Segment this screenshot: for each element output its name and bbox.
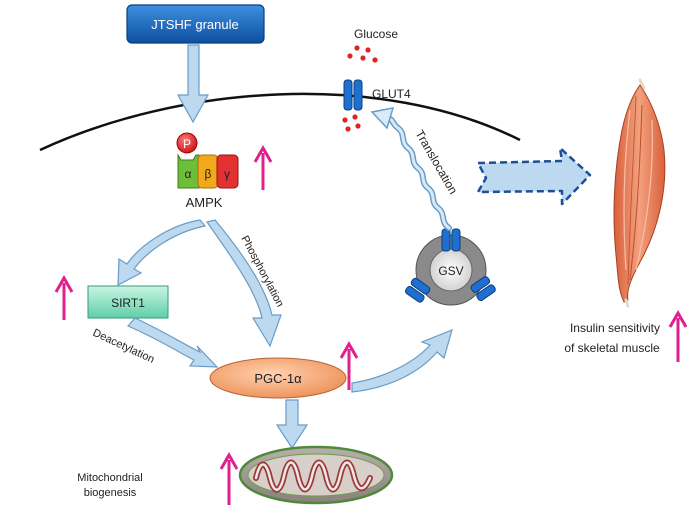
glut4-label: GLUT4 (372, 87, 411, 101)
phosphate-icon (176, 132, 198, 154)
ampk-alpha-subunit (177, 153, 200, 189)
glucose-label: Glucose (354, 27, 398, 41)
beta-label: β (205, 167, 212, 181)
jtshf-granule-label: JTSHF granule (151, 17, 238, 32)
insulin-sensitivity-label-1: Insulin sensitivity (570, 321, 660, 335)
gamma-label: γ (224, 167, 230, 181)
mitochondrion (238, 445, 394, 505)
insulin-sensitivity-label-2: of skeletal muscle (564, 341, 660, 355)
glut4-transporter (343, 79, 363, 111)
skeletal-muscle (613, 78, 666, 308)
arrow-ampk-to-pgc1a (206, 219, 282, 348)
translocation-arrow (370, 107, 452, 231)
arrow-sirt1-to-pgc1a (127, 317, 219, 368)
pgc1a-node: PGC-1α (209, 357, 347, 399)
mito-biogenesis-label-2: biogenesis (84, 487, 137, 499)
pgc1a-up-arrow (339, 340, 359, 390)
arrow-pgc1a-to-mito (275, 399, 309, 450)
arrow-pgc1a-to-gsv (351, 328, 453, 393)
mito-biogenesis-label-1: Mitochondrial (77, 472, 142, 484)
sirt1-box: SIRT1 (87, 285, 169, 319)
pgc1a-label: PGC-1α (254, 371, 302, 386)
insulin-up-arrow (668, 309, 688, 362)
translocation-label: Translocation (412, 128, 460, 197)
arrow-to-muscle (476, 146, 592, 206)
ampk-complex: P α β γ AMPK (176, 132, 239, 210)
ampk-label: AMPK (186, 195, 223, 210)
ampk-gamma-subunit (216, 154, 239, 189)
alpha-label: α (185, 167, 192, 181)
jtshf-granule-box: JTSHF granule (126, 4, 265, 44)
sirt1-up-arrow (54, 274, 74, 320)
cell-membrane (39, 92, 521, 152)
gsv-label: GSV (438, 264, 463, 278)
glucose-molecules (342, 45, 378, 132)
arrow-granule-to-ampk (176, 44, 210, 124)
sirt1-label: SIRT1 (111, 296, 145, 310)
arrow-ampk-to-sirt1 (117, 219, 207, 287)
ampk-up-arrow (253, 144, 273, 190)
phosphate-label: P (183, 137, 191, 151)
gsv-vesicle: GSV (404, 228, 496, 306)
mito-up-arrow (219, 451, 239, 505)
